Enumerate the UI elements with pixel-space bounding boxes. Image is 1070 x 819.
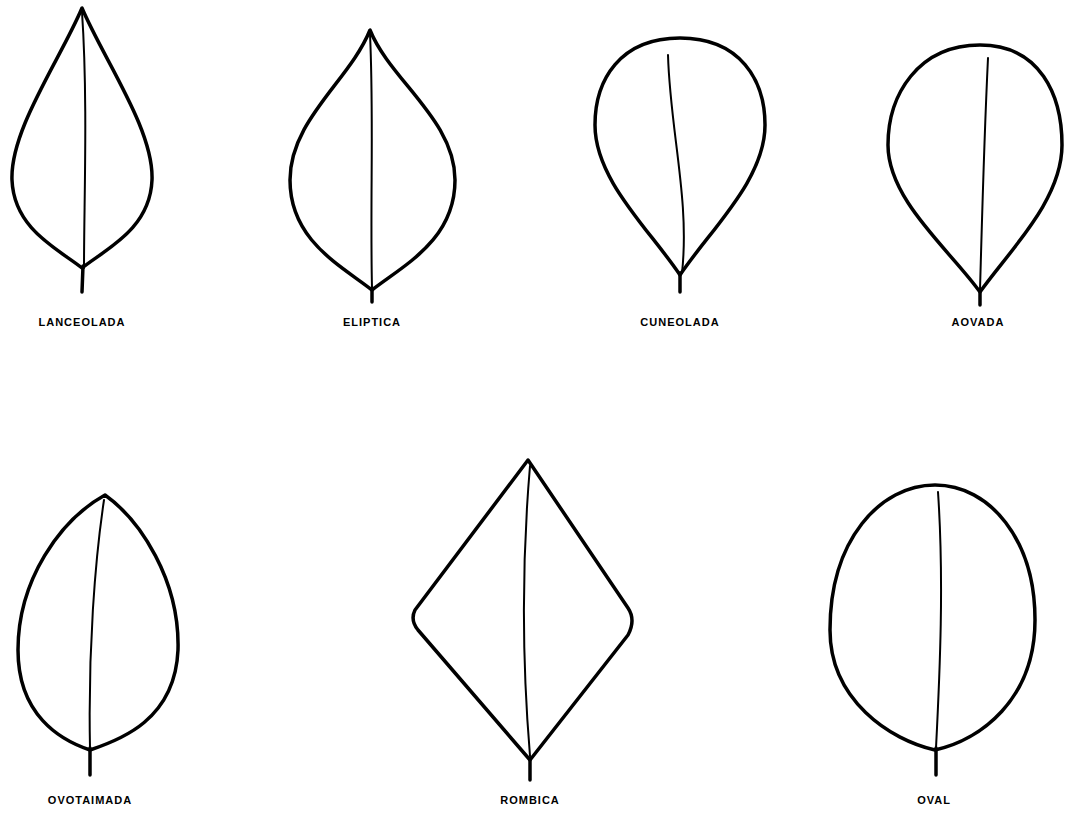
leaf-stem	[88, 748, 92, 775]
lanceolate-leaf	[12, 8, 152, 268]
leaf-midrib	[90, 500, 104, 748]
leaf-stem	[370, 288, 374, 302]
elliptic-leaf	[290, 30, 455, 290]
leaf-midrib	[524, 466, 530, 756]
shape-label: CUNEOLADA	[640, 316, 719, 328]
ovate-leaf	[888, 45, 1062, 292]
leaf-midrib	[82, 12, 85, 268]
shape-label: AOVADA	[952, 316, 1005, 328]
leaf-stem	[978, 290, 982, 305]
leaf-stem	[528, 758, 532, 780]
leaf-midrib	[668, 55, 684, 273]
oval-leaf	[830, 485, 1035, 750]
leaf-midrib	[980, 58, 988, 290]
shape-label: ROMBICA	[500, 794, 560, 806]
leaf-midrib	[936, 492, 941, 748]
cuneate-leaf	[595, 38, 765, 275]
leaf-stem	[934, 748, 938, 775]
shape-label: LANCEOLADA	[39, 316, 126, 328]
leaf-stem	[678, 273, 682, 292]
shape-label: OVOTAIMADA	[48, 794, 132, 806]
shape-label: ELIPTICA	[343, 316, 401, 328]
leaf-midrib	[370, 34, 372, 288]
rhombic-leaf	[413, 460, 632, 760]
leaf-stem	[82, 266, 83, 292]
obovate-leaf	[18, 495, 178, 750]
shape-label: OVAL	[917, 794, 951, 806]
